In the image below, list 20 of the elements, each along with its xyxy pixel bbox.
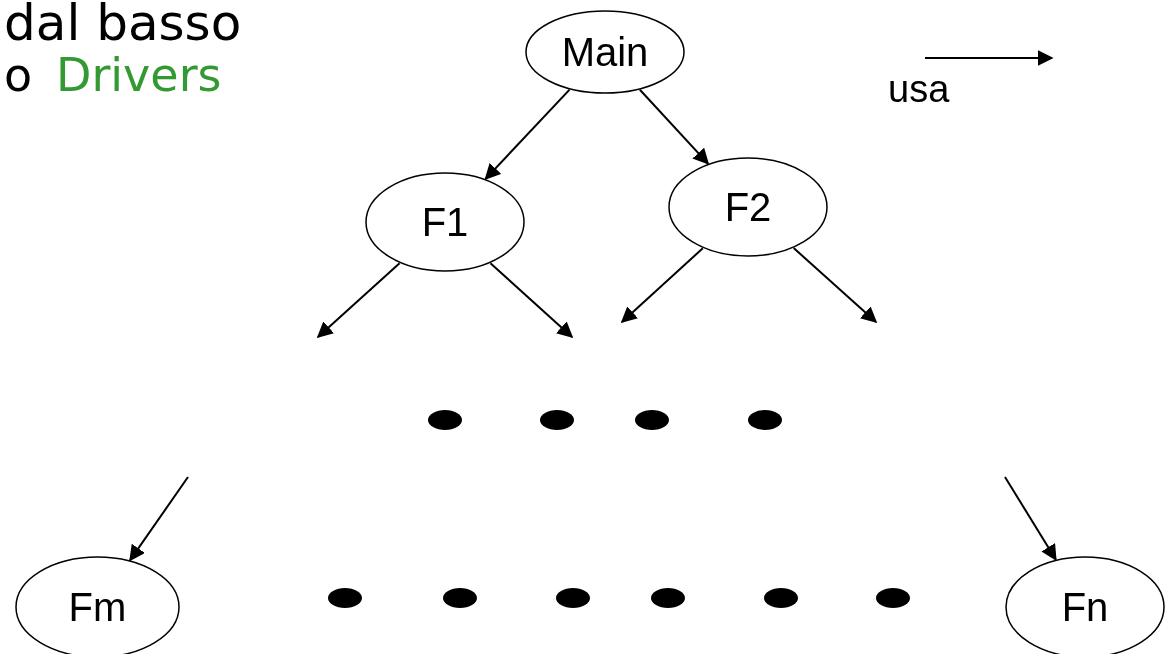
heading-text: dal basso bbox=[4, 0, 242, 48]
heading-text: o bbox=[4, 52, 33, 98]
legend-text: usa bbox=[888, 70, 950, 108]
arrow bbox=[489, 262, 574, 339]
arrow bbox=[129, 476, 189, 562]
node-label: Fm bbox=[67, 587, 128, 627]
arrow bbox=[792, 247, 878, 324]
node-label: F1 bbox=[420, 202, 470, 242]
arrow bbox=[620, 247, 704, 324]
ellipse-node bbox=[525, 10, 685, 94]
arrow bbox=[1004, 476, 1057, 561]
arrow bbox=[316, 262, 401, 339]
arrow bbox=[484, 88, 571, 181]
ellipse-node bbox=[668, 157, 828, 257]
node-label: F2 bbox=[723, 187, 773, 227]
arrow bbox=[638, 88, 710, 165]
heading-text: Drivers bbox=[56, 52, 222, 98]
node-label: Fn bbox=[1060, 587, 1110, 627]
ellipse-node bbox=[365, 172, 525, 272]
node-label: Main bbox=[560, 32, 650, 72]
